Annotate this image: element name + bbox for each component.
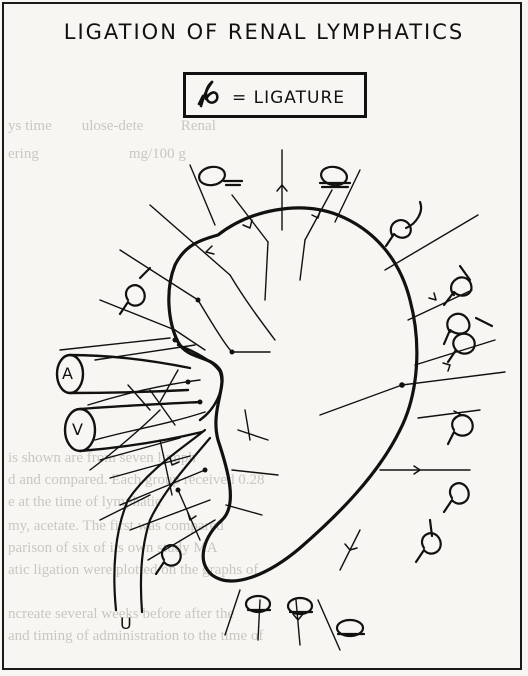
- ligature-knot-icon: [448, 415, 473, 444]
- ligatures: [120, 165, 492, 636]
- artery-label: A: [62, 364, 73, 383]
- ligature-knot-icon: [416, 520, 441, 562]
- ligature-knot-icon: [444, 266, 471, 305]
- renal-artery: [57, 355, 190, 393]
- renal-vein: [65, 402, 202, 451]
- ligature-knot-icon: [444, 483, 469, 512]
- ligature-knot-icon: [156, 545, 181, 574]
- ligature-knot-icon: [444, 314, 492, 344]
- flow-arrows: [170, 185, 460, 620]
- ligature-knot-icon: [198, 165, 350, 187]
- vessel-junctions: [173, 298, 405, 493]
- lymphatic-vessels: [60, 150, 505, 650]
- ligature-knot-icon: [120, 268, 150, 314]
- ureter-label: U: [120, 614, 132, 633]
- ureter: [114, 430, 210, 612]
- ligature-knot-icon: [386, 202, 421, 246]
- ligature-knot-icon: [246, 596, 364, 636]
- vein-label: V: [72, 420, 83, 439]
